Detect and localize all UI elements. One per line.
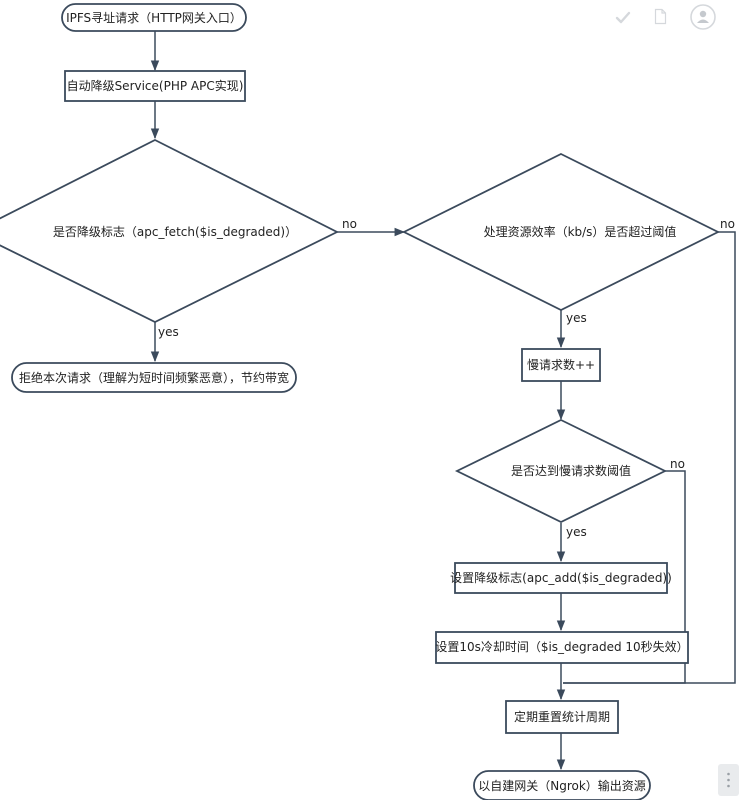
edge-label-yes-3: yes [566, 525, 587, 539]
node-degrade-service[interactable]: 自动降级Service(PHP APC实现) [64, 70, 246, 102]
edge-threshold-no-to-reset [563, 470, 686, 684]
node-check-threshold-label: 是否达到慢请求数阈值 [511, 463, 631, 478]
node-set-flag-label: 设置降级标志(apc_add($is_degraded)) [450, 571, 672, 585]
node-output[interactable]: 以自建网关（Ngrok）输出资源 [473, 770, 651, 800]
edge-label-no-2: no [720, 217, 735, 231]
edges [150, 31, 736, 771]
node-reject[interactable]: 拒绝本次请求（理解为短时间频繁恶意），节约带宽 [11, 362, 297, 393]
node-reject-label: 拒绝本次请求（理解为短时间频繁恶意），节约带宽 [19, 370, 289, 385]
edge-label-yes-2: yes [566, 311, 587, 325]
node-check-efficiency[interactable]: 处理资源效率（kb/s）是否超过阈值 [401, 152, 721, 312]
file-icon[interactable] [654, 8, 667, 25]
node-check-threshold[interactable]: 是否达到慢请求数阈值 [454, 418, 668, 524]
edge-label-yes-1: yes [158, 325, 179, 339]
node-output-label: 以自建网关（Ngrok）输出资源 [478, 778, 646, 793]
node-set-flag[interactable]: 设置降级标志(apc_add($is_degraded)) [450, 562, 672, 594]
node-start[interactable]: IPFS寻址请求（HTTP网关入口） [61, 3, 247, 32]
edge-label-no-3: no [670, 457, 685, 471]
node-check-efficiency-label: 处理资源效率（kb/s）是否超过阈值 [484, 224, 677, 239]
more-icon[interactable] [718, 764, 739, 796]
edge-label-no-1: no [342, 217, 357, 231]
node-slow-count[interactable]: 慢请求数++ [521, 348, 601, 382]
node-reset-stats[interactable]: 定期重置统计周期 [505, 700, 619, 734]
node-set-cooldown-label: 设置10s冷却时间（$is_degraded 10秒失效） [435, 639, 688, 654]
user-icon[interactable] [690, 4, 716, 30]
node-set-cooldown[interactable]: 设置10s冷却时间（$is_degraded 10秒失效） [435, 631, 689, 664]
node-slow-count-label: 慢请求数++ [527, 357, 595, 372]
node-check-degraded-label: 是否降级标志（apc_fetch($is_degraded)） [53, 225, 297, 239]
node-check-degraded[interactable]: 是否降级标志（apc_fetch($is_degraded)） [0, 138, 340, 324]
node-start-label: IPFS寻址请求（HTTP网关入口） [66, 11, 242, 25]
node-degrade-service-label: 自动降级Service(PHP APC实现) [67, 78, 244, 93]
node-reset-stats-label: 定期重置统计周期 [514, 709, 610, 724]
check-icon[interactable] [615, 11, 631, 24]
